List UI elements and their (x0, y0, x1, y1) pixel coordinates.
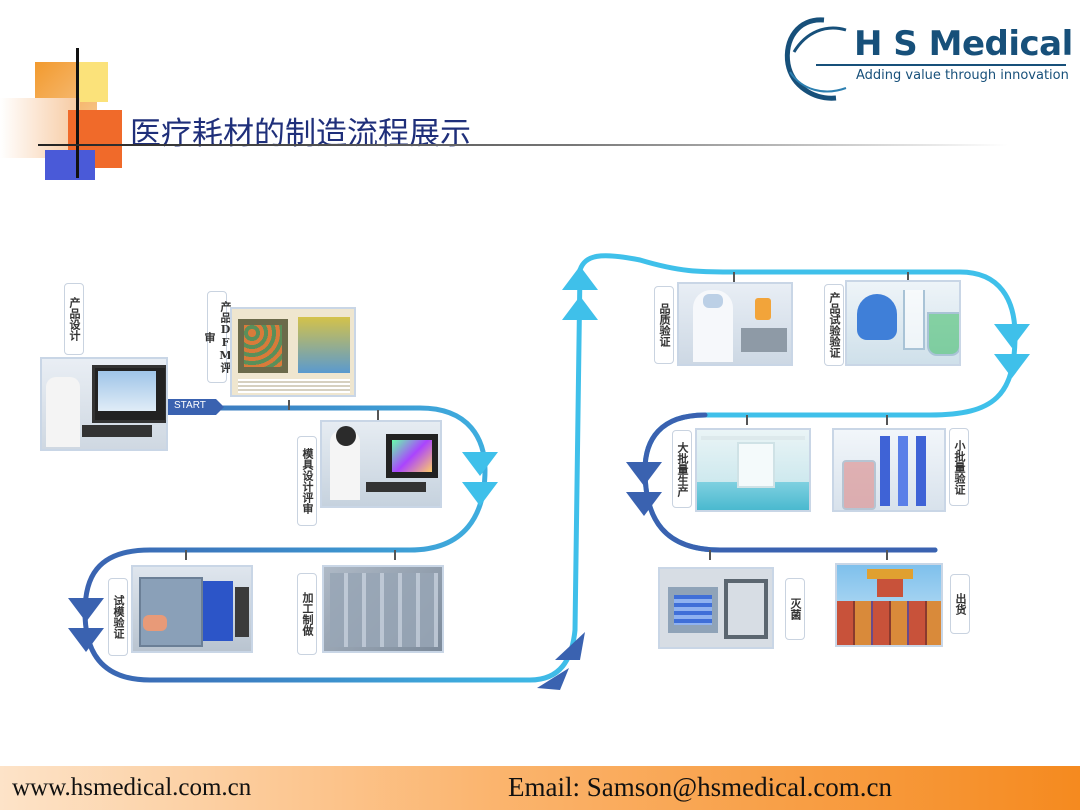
arrow-down-icon (68, 628, 104, 652)
arrow-up-icon (562, 266, 598, 290)
start-tag-shape (166, 399, 224, 415)
start-label: START (174, 400, 206, 411)
footer-bar: www.hsmedical.com.cn Email: Samson@hsmed… (0, 766, 1080, 810)
step-label-machining: 加工制做 (297, 573, 317, 655)
decor-block-peach (0, 98, 80, 158)
footer-email: Email: Samson@hsmedical.com.cn (508, 772, 893, 802)
photo-trial-mold-validation (131, 565, 253, 653)
photo-product-test-validation (845, 280, 961, 366)
connector-ticks (185, 272, 909, 560)
photo-product-design (40, 357, 168, 451)
footer-website: www.hsmedical.com.cn (12, 774, 252, 801)
title-underline (38, 144, 1008, 146)
arrow-down-icon (626, 492, 662, 516)
arrow-up-icon (562, 296, 598, 320)
arrow-up-icon (555, 632, 585, 660)
step-label-quality-validation: 品质验证 (654, 286, 674, 364)
photo-machining (322, 565, 444, 653)
flow-arrows (68, 266, 1030, 690)
arrow-down-icon (462, 482, 498, 506)
decor-vertical-line (76, 48, 79, 178)
logo-tagline: Adding value through innovation (856, 68, 1069, 83)
step-label-trial-mold-validation: 试模验证 (108, 578, 128, 656)
arrow-down-icon (994, 354, 1030, 378)
logo-swoosh-icon (784, 17, 847, 101)
photo-dfm-review (230, 307, 356, 397)
photo-mass-production (695, 428, 811, 512)
decor-block-blue (45, 150, 95, 180)
step-label-mold-design-review: 模具设计评审 (297, 436, 317, 526)
photo-mold-design-review (320, 420, 442, 508)
step-label-small-batch-validation: 小批量验证 (949, 428, 969, 506)
company-logo: H S Medical Adding value through innovat… (780, 12, 1073, 107)
photo-sterilization (658, 567, 774, 649)
process-flow-diagram (68, 253, 1030, 690)
logo-divider (816, 64, 1066, 66)
arrow-down-icon (994, 324, 1030, 348)
photo-quality-validation (677, 282, 793, 366)
page-title: 医疗耗材的制造流程展示 (130, 116, 471, 152)
arrow-down-icon (68, 598, 104, 622)
photo-small-batch-validation (832, 428, 946, 512)
step-label-sterilization: 灭菌 (785, 578, 805, 640)
step-label-mass-production: 大批量生产 (672, 430, 692, 508)
arrow-up-icon (537, 668, 569, 690)
logo-name: H S Medical (854, 24, 1073, 64)
step-label-dfm-review: 产品DFM评审 (203, 291, 232, 383)
step-label-shipping: 出货 (950, 574, 970, 634)
step-label-product-design: 产品设计 (64, 283, 84, 355)
arrow-down-icon (462, 452, 498, 476)
photo-shipping (835, 563, 943, 647)
decor-block-yellow (78, 62, 108, 102)
arrow-down-icon (626, 462, 662, 486)
step-label-product-test-validation: 产品试验验证 (824, 284, 844, 366)
